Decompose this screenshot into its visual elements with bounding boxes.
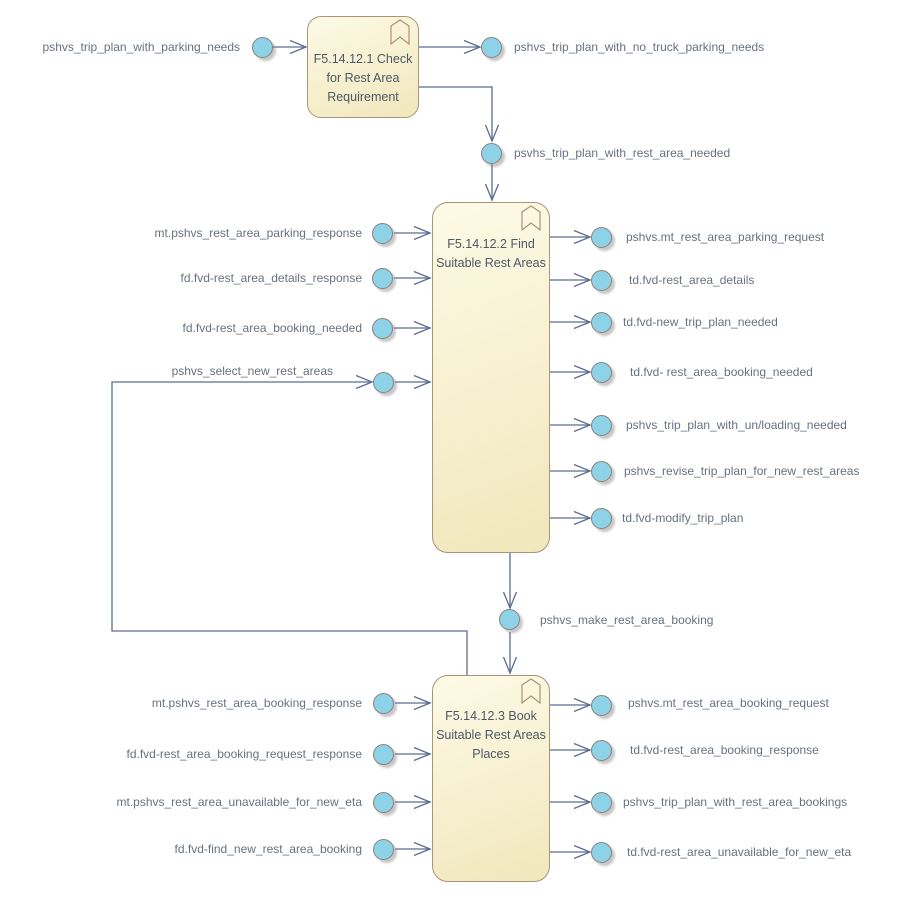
flow-label-rest-area-booking-needed-out: td.fvd- rest_area_booking_needed [630, 365, 813, 379]
port-trip-plan-with-rest-area-needed[interactable] [481, 143, 502, 164]
flow-label-rest-area-parking-response: mt.pshvs_rest_area_parking_response [154, 226, 362, 240]
flow-label-rest-area-booking-request-response: fd.fvd-rest_area_booking_request_respons… [126, 747, 363, 761]
flow-label-make-rest-area-booking: pshvs_make_rest_area_booking [540, 613, 714, 627]
connector-check-to-rest-area-needed[interactable] [419, 86, 500, 143]
flow-label-find-new-rest-area-booking: fd.fvd-find_new_rest_area_booking [174, 842, 362, 856]
port-rest-area-details-response[interactable] [372, 268, 393, 289]
port-rest-area-booking-response-out[interactable] [591, 740, 612, 761]
flow-label-select-new-rest-areas: pshvs_select_new_rest_areas [171, 364, 333, 378]
port-find-new-rest-area-booking[interactable] [373, 839, 394, 860]
port-rest-area-details[interactable] [591, 270, 612, 291]
activity-node-book-suitable-rest-areas[interactable]: F5.14.12.3 Book Suitable Rest Areas Plac… [432, 675, 550, 882]
bookmark-icon [521, 678, 541, 704]
flow-label-trip-plan-with-rest-area-needed: psvhs_trip_plan_with_rest_area_needed [514, 146, 731, 160]
port-rest-area-parking-response[interactable] [372, 223, 393, 244]
connector-book-to-select-new-rest-areas[interactable] [111, 374, 468, 675]
flow-label-rest-area-unavailable-for-new-eta-out: td.fvd-rest_area_unavailable_for_new_eta [627, 845, 852, 859]
port-rest-area-unavailable-for-new-eta-out[interactable] [591, 842, 612, 863]
port-rest-area-parking-request[interactable] [591, 227, 612, 248]
port-trip-plan-with-rest-area-bookings[interactable] [591, 792, 612, 813]
activity-node-find-suitable-rest-areas[interactable]: F5.14.12.2 Find Suitable Rest Areas [432, 202, 550, 553]
flow-label-trip-plan-with-no-truck-parking-needs: pshvs_trip_plan_with_no_truck_parking_ne… [514, 40, 765, 54]
flow-label-modify-trip-plan: td.fvd-modify_trip_plan [622, 511, 744, 525]
flow-label-rest-area-details-response: fd.fvd-rest_area_details_response [180, 271, 362, 285]
port-make-rest-area-booking[interactable] [499, 609, 520, 630]
port-rest-area-booking-needed-in[interactable] [372, 318, 393, 339]
port-new-trip-plan-needed[interactable] [591, 312, 612, 333]
bookmark-icon [521, 205, 541, 231]
port-rest-area-booking-request-response[interactable] [373, 744, 394, 765]
bookmark-icon [390, 19, 410, 45]
flow-label-rest-area-booking-response-out: td.fvd-rest_area_booking_response [630, 743, 819, 757]
port-rest-area-booking-request[interactable] [591, 695, 612, 716]
flow-label-trip-plan-with-unloading-needed: pshvs_trip_plan_with_un/loading_needed [626, 418, 847, 432]
node-title: F5.14.12.3 Book Suitable Rest Areas Plac… [436, 709, 546, 761]
port-revise-trip-plan-for-new-rest-areas[interactable] [591, 461, 612, 482]
flow-label-rest-area-unavailable-for-new-eta-in: mt.pshvs_rest_area_unavailable_for_new_e… [116, 795, 363, 809]
flow-label-rest-area-parking-request: pshvs.mt_rest_area_parking_request [626, 230, 825, 244]
activity-node-check-rest-area-requirement[interactable]: F5.14.12.1 Check for Rest Area Requireme… [307, 16, 419, 118]
port-trip-plan-with-unloading-needed[interactable] [591, 415, 612, 436]
port-select-new-rest-areas[interactable] [373, 372, 394, 393]
port-rest-area-unavailable-for-new-eta-in[interactable] [373, 792, 394, 813]
flow-label-rest-area-details: td.fvd-rest_area_details [629, 273, 755, 287]
flow-label-revise-trip-plan-for-new-rest-areas: pshvs_revise_trip_plan_for_new_rest_area… [624, 464, 860, 478]
flow-label-trip-plan-with-parking-needs: pshvs_trip_plan_with_parking_needs [42, 40, 240, 54]
port-rest-area-booking-response-in[interactable] [373, 693, 394, 714]
port-rest-area-booking-needed-out[interactable] [591, 362, 612, 383]
flow-label-new-trip-plan-needed: td.fvd-new_trip_plan_needed [623, 315, 778, 329]
port-trip-plan-with-no-truck-parking-needs[interactable] [481, 37, 502, 58]
flow-label-rest-area-booking-needed-in: fd.fvd-rest_area_booking_needed [182, 321, 362, 335]
port-modify-trip-plan[interactable] [591, 508, 612, 529]
flow-label-rest-area-booking-response-in: mt.pshvs_rest_area_booking_response [151, 696, 362, 710]
flow-label-rest-area-booking-request: pshvs.mt_rest_area_booking_request [628, 696, 829, 710]
node-title: F5.14.12.2 Find Suitable Rest Areas [436, 237, 546, 270]
port-trip-plan-with-parking-needs[interactable] [252, 37, 273, 58]
node-title: F5.14.12.1 Check for Rest Area Requireme… [313, 52, 413, 104]
flow-label-trip-plan-with-rest-area-bookings: pshvs_trip_plan_with_rest_area_bookings [623, 795, 848, 809]
